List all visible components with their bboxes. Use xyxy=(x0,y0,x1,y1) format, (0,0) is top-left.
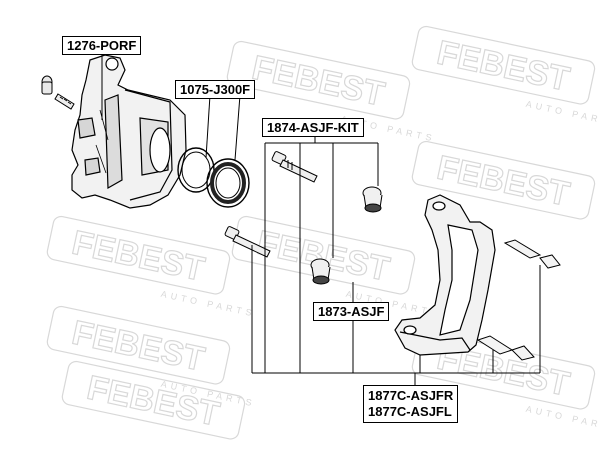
svg-text:FEBEST: FEBEST xyxy=(434,34,573,99)
piston-seal-ring xyxy=(177,147,215,193)
label-bracket-right: 1877C-ASJFR xyxy=(368,388,454,403)
svg-text:FEBEST: FEBEST xyxy=(69,224,208,289)
label-caliper: 1276-PORF xyxy=(62,36,142,55)
label-bracket-left: 1877C-ASJFL xyxy=(368,404,452,419)
watermark-layer: FEBEST AUTO PARTS FEBEST AUTO PARTS FEBE… xyxy=(46,25,600,440)
svg-text:AUTO PARTS: AUTO PARTS xyxy=(160,289,256,319)
caliper-body xyxy=(71,54,187,209)
svg-text:FEBEST: FEBEST xyxy=(69,314,208,379)
svg-text:FEBEST: FEBEST xyxy=(84,369,223,434)
piston-boot-ring xyxy=(206,158,250,208)
guide-pin-boot-lower xyxy=(310,258,331,285)
anti-rattle-clip-upper xyxy=(503,239,561,269)
anti-rattle-clip-lower xyxy=(476,335,535,361)
bleeder-screw xyxy=(54,93,75,110)
svg-text:FEBEST: FEBEST xyxy=(249,49,388,114)
label-bracket-group: 1877C-ASJFR 1877C-ASJFL xyxy=(363,385,459,423)
label-pin-kit: 1874-ASJF-KIT xyxy=(262,118,364,137)
caliper-bracket xyxy=(394,194,496,356)
guide-pin-upper xyxy=(271,151,318,183)
label-boot: 1873-ASJF xyxy=(313,302,390,321)
bleeder-cap xyxy=(41,75,53,95)
watermark: FEBEST AUTO PARTS xyxy=(411,25,600,129)
label-seal: 1075-J300F xyxy=(175,80,256,99)
watermark: FEBEST xyxy=(61,360,246,440)
svg-text:AUTO PARTS: AUTO PARTS xyxy=(525,404,600,434)
svg-text:AUTO PARTS: AUTO PARTS xyxy=(525,99,600,129)
guide-pin-boot-upper xyxy=(362,186,383,213)
